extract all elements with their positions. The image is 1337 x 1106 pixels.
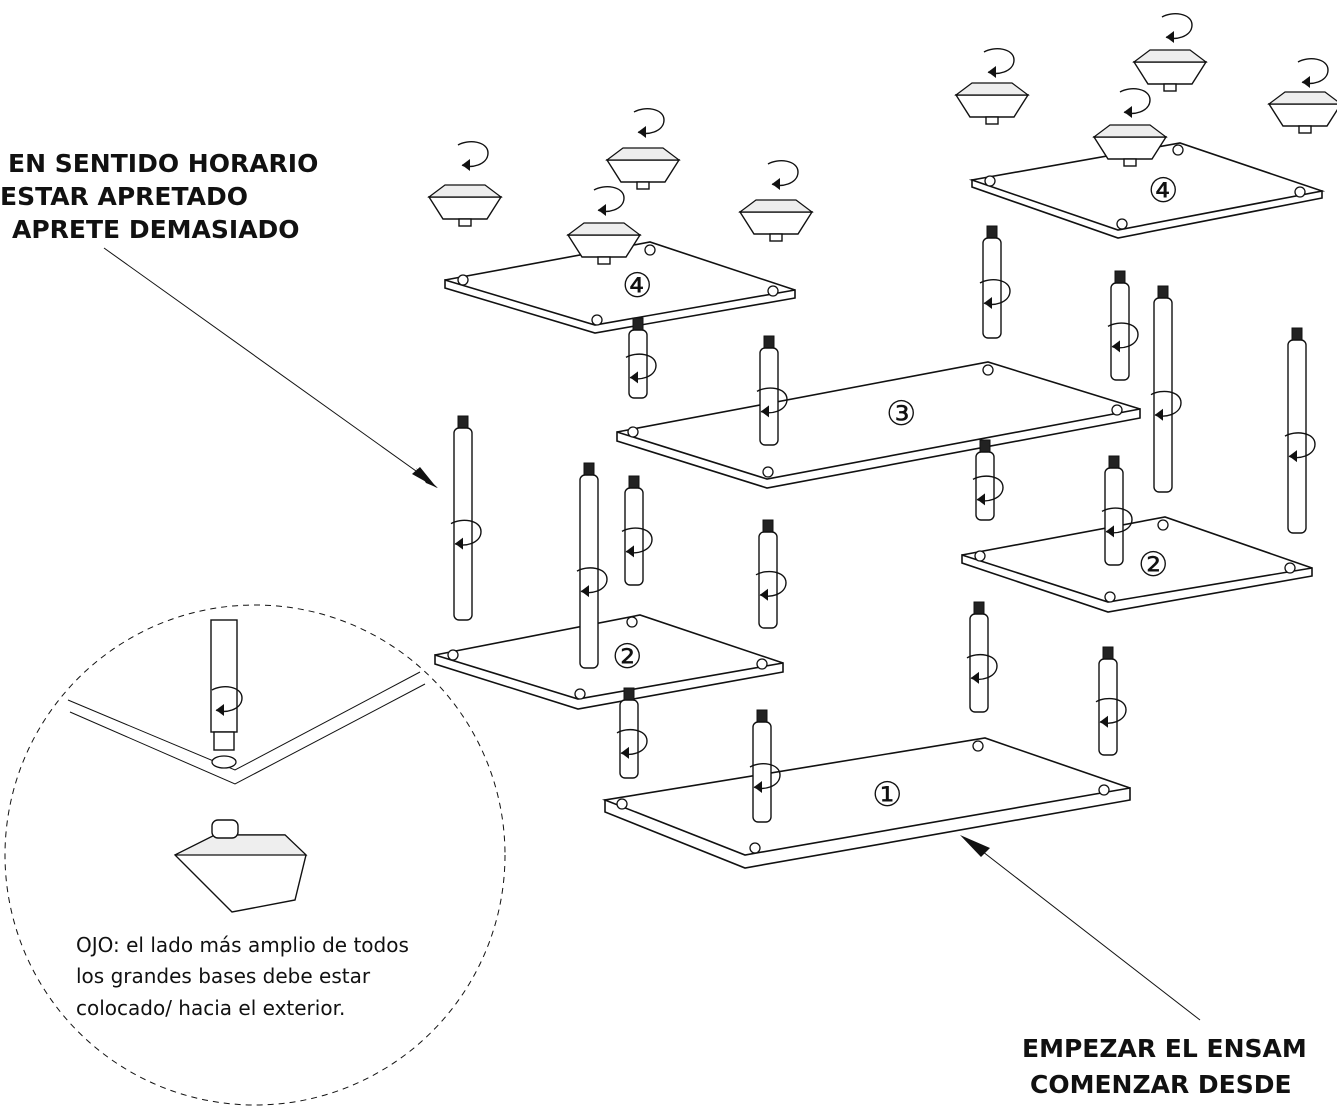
foot-icon bbox=[739, 160, 813, 242]
instruction-top-line-1: EN SENTIDO HORARIO bbox=[8, 149, 318, 178]
post-rod bbox=[576, 462, 608, 669]
post-rod bbox=[616, 687, 648, 779]
panel-3: ③ bbox=[616, 361, 1141, 489]
post-rod bbox=[625, 317, 657, 399]
foot-icon bbox=[1268, 58, 1337, 134]
rod-group bbox=[450, 225, 1316, 823]
feet-group bbox=[428, 13, 1337, 265]
note-line-1: OJO: el lado más amplio de todos bbox=[76, 933, 409, 957]
note-line-2: los grandes bases debe estar bbox=[76, 964, 371, 988]
instruction-bottom-line-1: EMPEZAR EL ENSAM bbox=[1022, 1034, 1307, 1063]
post-rod bbox=[1107, 270, 1139, 381]
leader-lines bbox=[103, 247, 1201, 1021]
foot-icon bbox=[1133, 13, 1207, 92]
note-line-3: colocado/ hacia el exterior. bbox=[76, 996, 345, 1020]
post-rod bbox=[450, 415, 482, 621]
panel-1: ① bbox=[601, 737, 1131, 869]
post-rod bbox=[1150, 285, 1182, 493]
detail-inset: OJO: el lado más amplio de todos los gra… bbox=[4, 604, 506, 1106]
panel-number-2-right: ② bbox=[1138, 545, 1168, 585]
foot-icon bbox=[173, 819, 308, 913]
post-rod bbox=[972, 439, 1004, 521]
panel-4-left: ④ bbox=[444, 241, 796, 334]
panel-number-4-left: ④ bbox=[622, 266, 652, 306]
post-rod bbox=[979, 225, 1011, 339]
post-rod bbox=[756, 335, 788, 446]
instruction-top-line-2: ESTAR APRETADO bbox=[0, 182, 248, 211]
instruction-bottom-line-2: COMENZAR DESDE bbox=[1030, 1070, 1292, 1099]
foot-icon bbox=[1093, 88, 1167, 167]
panel-4-right: ④ bbox=[968, 142, 1326, 239]
panel-2-left: ② bbox=[434, 614, 784, 710]
panel-number-3: ③ bbox=[886, 394, 916, 434]
post-rod bbox=[1095, 646, 1127, 756]
post-rod bbox=[749, 709, 781, 823]
panel-number-1: ① bbox=[872, 775, 902, 815]
post-rod bbox=[621, 475, 653, 586]
post-rod bbox=[1101, 455, 1133, 566]
panel-2-right: ② bbox=[961, 516, 1313, 613]
panel-number-2-left: ② bbox=[612, 637, 642, 677]
instruction-top-line-3: APRETE DEMASIADO bbox=[12, 215, 300, 244]
foot-icon bbox=[955, 48, 1029, 125]
foot-icon bbox=[428, 141, 502, 227]
panel-number-4-right: ④ bbox=[1148, 171, 1178, 211]
post-rod bbox=[966, 601, 998, 713]
foot-icon bbox=[567, 186, 641, 265]
post-rod bbox=[1284, 327, 1316, 534]
post-rod bbox=[755, 519, 787, 629]
foot-icon bbox=[606, 108, 680, 190]
